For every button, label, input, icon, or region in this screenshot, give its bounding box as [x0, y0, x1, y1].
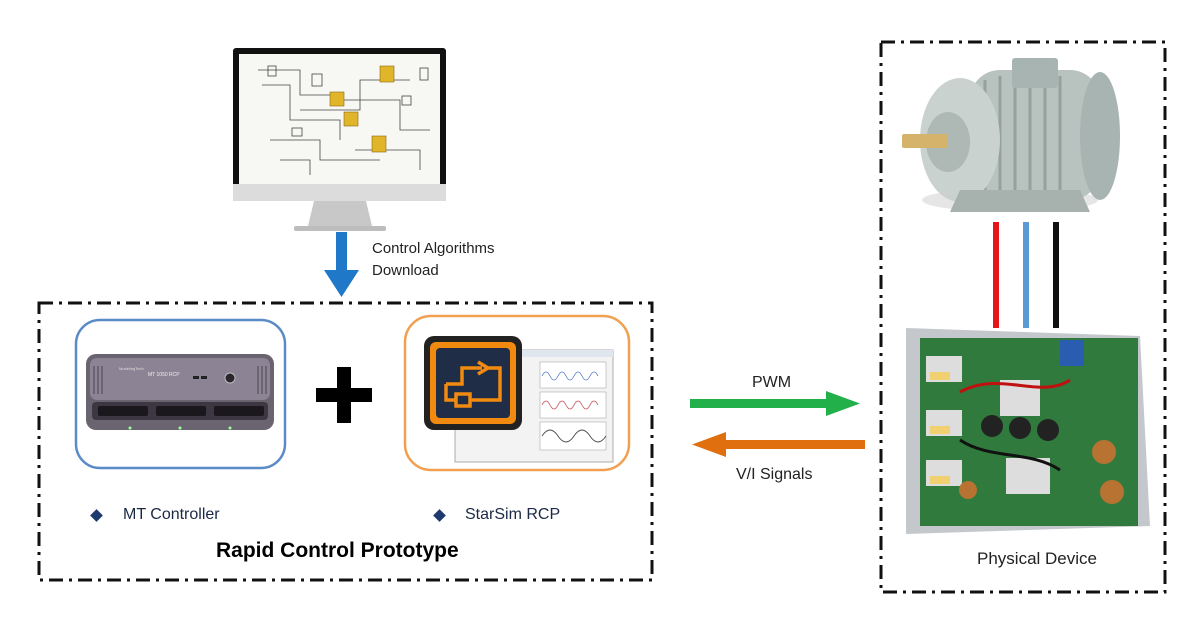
rcp-frame — [37, 301, 654, 582]
controller-brand-text: ModelingTech — [119, 366, 144, 371]
download-label-line1: Control Algorithms — [372, 240, 495, 257]
motor-icon — [902, 58, 1120, 212]
rcp-title: Rapid Control Prototype — [216, 539, 459, 562]
device-title: Physical Device — [977, 549, 1097, 568]
download-arrow — [324, 232, 359, 297]
motor-wires — [993, 222, 1059, 328]
computer-monitor-icon — [233, 48, 446, 231]
vi-signals-label: V/I Signals — [736, 466, 813, 483]
controller-model-text: MT 1050 RCP — [148, 372, 180, 378]
pwm-label: PWM — [752, 374, 792, 391]
item-starsim-rcp: StarSim RCP — [465, 506, 561, 523]
controller-panel — [74, 318, 287, 470]
pwm-arrow — [690, 391, 860, 416]
download-label-line2: Download — [372, 262, 439, 279]
inverter-board-icon — [906, 328, 1150, 534]
device-frame — [879, 40, 1167, 594]
plus-icon — [316, 367, 372, 423]
vi-signals-arrow — [692, 432, 865, 457]
software-panel — [403, 314, 631, 472]
item-mt-controller: MT Controller — [123, 506, 220, 523]
download-label: Control Algorithms Download — [372, 238, 495, 282]
